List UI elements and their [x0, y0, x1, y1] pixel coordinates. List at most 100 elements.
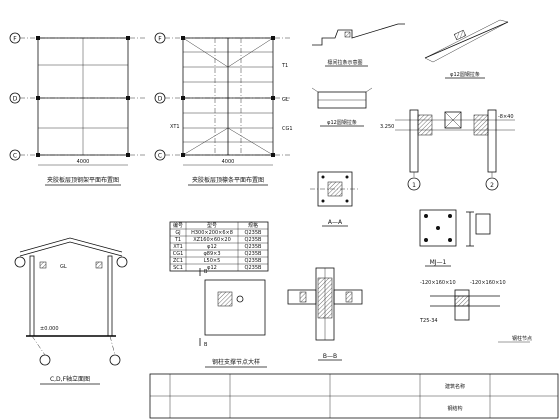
table-cell: φ89×3 [203, 251, 220, 257]
connection-plate [417, 114, 433, 136]
table-cell: Q235B [245, 258, 262, 264]
axis-label-c: C [158, 153, 162, 160]
table-cell: Q235B [245, 230, 262, 236]
elevation-zero: ±0.000 [40, 326, 59, 332]
table-cell: XZ160×60×20 [193, 237, 231, 243]
bolt-hole [321, 199, 325, 203]
column-2 [487, 109, 497, 173]
table-cell: GJ [175, 230, 180, 236]
axis-bubble-2 [485, 177, 499, 191]
axis-bubble [39, 354, 51, 366]
section-b-top-label: B [204, 269, 208, 275]
tie-profile [312, 23, 405, 46]
phi12-detail-title: φ12圆钢拉条 [327, 119, 357, 126]
column-right [107, 255, 113, 337]
axis-bubble [109, 354, 121, 366]
roof-support-plan: F D C 4000 夹胶板层顶钢架平面布置图 [9, 32, 145, 186]
axis-label-1: 1 [412, 182, 416, 189]
roof-support-plan-title: 夹胶板层顶钢架平面布置图 [47, 176, 119, 184]
table-cell: XT1 [173, 244, 183, 250]
table-cell: 编号 [173, 222, 183, 229]
axis-line [109, 335, 116, 356]
base-plate-detail: -120×160×10 -120×160×10 T25-34 钢柱节点 [419, 280, 532, 343]
leader [311, 87, 319, 93]
axis-label-f: F [13, 36, 17, 43]
title-block: 建筑名称 钢结构 [149, 373, 559, 419]
table-cell: Q235B [245, 265, 262, 271]
plate-note-2: -120×160×10 [470, 280, 506, 286]
table-cell: Q235B [245, 237, 262, 243]
elevation-cdf: GL ±0.000 C,D,F轴立面图 [14, 237, 128, 385]
anchor-bolt [448, 238, 452, 242]
section-aa-title: A—A [328, 219, 343, 226]
stiffener [345, 291, 353, 303]
table-cell: Q235B [245, 251, 262, 257]
axis-label-d: D [158, 96, 163, 103]
table-cell: 规格 [248, 222, 258, 229]
table-cell: SC1 [173, 265, 183, 271]
brace-node-detail: B B 钢柱支撑节点大样 [199, 268, 267, 368]
slope-plate [424, 19, 509, 63]
axis-bubble-1 [407, 177, 421, 191]
node-cross [444, 111, 462, 129]
column-1 [409, 109, 419, 173]
connection-plate [473, 114, 489, 136]
table-cell: H300×200×6×8 [191, 230, 233, 236]
elevation-cdf-title: C,D,F轴立面图 [50, 375, 90, 383]
column-mark [126, 96, 130, 100]
axis-bubble [14, 256, 26, 268]
tie-block [344, 31, 351, 38]
tie-detail-title: 檩间拉条示意图 [327, 59, 362, 66]
project-name: 建筑名称 [445, 383, 465, 390]
mj1-title: MJ—1 [430, 259, 447, 266]
brace-line [227, 127, 274, 156]
column-mark [181, 153, 185, 157]
brace-line [182, 127, 229, 156]
axis-line [31, 335, 46, 356]
embed-plate [419, 209, 457, 247]
column-mark [126, 153, 130, 157]
table-frame [169, 221, 269, 272]
column-mark [126, 36, 130, 40]
purlin-tie-detail: 檩间拉条示意图 [312, 23, 405, 67]
table-cell: 型号 [207, 222, 217, 229]
table-cell: L50×5 [204, 258, 221, 264]
column-mark [36, 153, 40, 157]
elevation-mark: 3.250 [380, 124, 394, 130]
section-aa: A—A [310, 171, 360, 227]
column-mark [271, 36, 275, 40]
column-mark [36, 36, 40, 40]
plate-note: -8×40 [498, 114, 514, 120]
column-mark [36, 96, 40, 100]
anchor-bolt [436, 226, 440, 230]
callout-xt1: XT1 [170, 124, 180, 130]
column-mark [181, 96, 185, 100]
drawing-name: 钢结构 [447, 405, 462, 412]
section-bb: B—B [287, 267, 363, 361]
callout-cg1: CG1 [282, 126, 293, 132]
section-bb-title: B—B [323, 353, 337, 360]
mj1-detail: MJ—1 [419, 209, 491, 267]
gusset [317, 277, 333, 319]
node-box [444, 111, 462, 129]
column-mark [181, 36, 185, 40]
knee-brace [39, 261, 47, 269]
brace-node-title: 钢柱支撑节点大样 [212, 358, 260, 366]
phi12-detail: φ12圆钢拉条 [311, 87, 373, 127]
axis-label-c: C [13, 153, 17, 160]
stiffener [299, 291, 307, 303]
axis-bubble [116, 256, 128, 268]
table-cell: ZC1 [173, 258, 183, 264]
anchor-bolt [424, 214, 428, 218]
brace-line [227, 37, 274, 68]
knee-brace [95, 261, 103, 269]
roof-brace-plan-title: 夹胶板层顶檩条平面布置图 [192, 176, 264, 184]
plate-note-3: T25-34 [419, 318, 438, 324]
bolt-hole [345, 199, 349, 203]
node-base-plate [204, 279, 266, 336]
table-cell: φ12 [207, 265, 217, 271]
axis-label-2: 2 [490, 182, 494, 189]
beam-right [333, 289, 363, 305]
